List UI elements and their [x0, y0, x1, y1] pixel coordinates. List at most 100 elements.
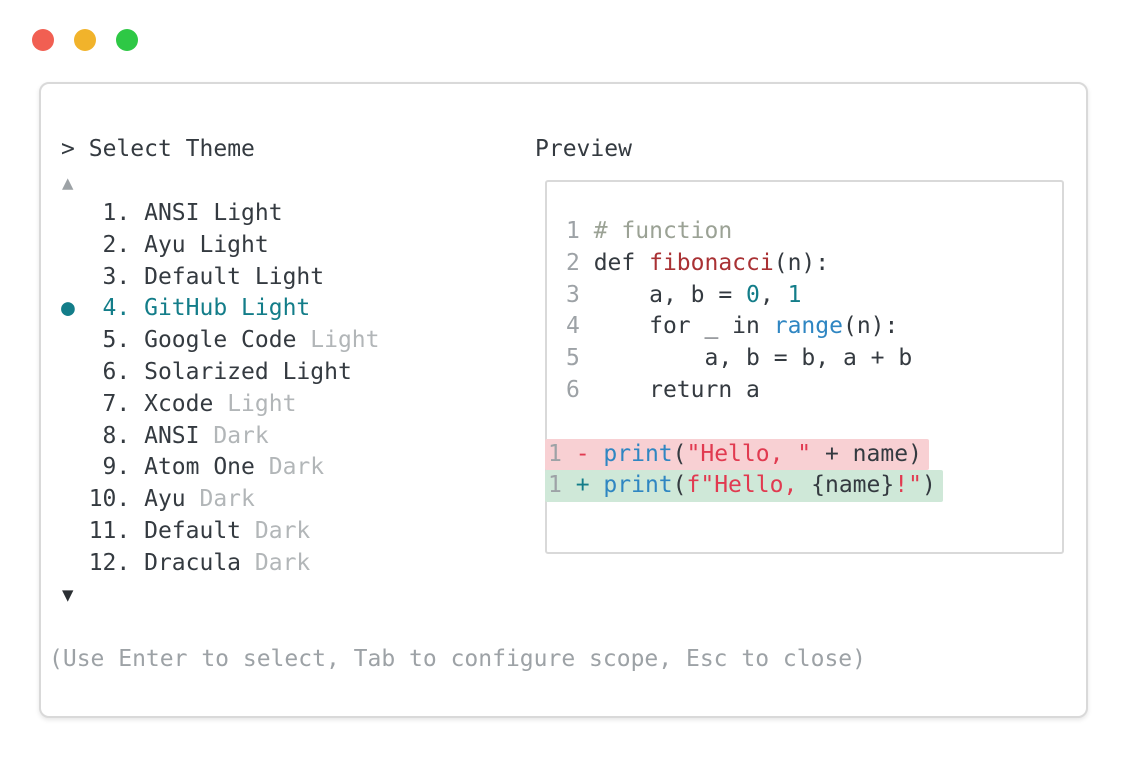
theme-list-item[interactable]: 1. ANSI Light [61, 198, 380, 230]
window-controls [32, 29, 138, 51]
picker-title-text [75, 136, 89, 162]
selection-spacer [61, 232, 89, 258]
selection-spacer [61, 550, 89, 576]
code-line: 5 a, b = b, a + b [566, 343, 943, 375]
theme-number: 8. [88, 422, 145, 449]
code-token: "Hello, " [686, 440, 812, 467]
code-token: !" [894, 472, 922, 499]
theme-variant: Light [241, 295, 311, 322]
theme-list-item[interactable]: 10. Ayu Dark [61, 484, 380, 516]
theme-variant: Light [213, 200, 283, 226]
theme-list-item[interactable]: 8. ANSI Dark [61, 421, 380, 453]
theme-variant: Dark [268, 454, 325, 481]
theme-number: 6. [88, 358, 145, 385]
code-line: 2 def fibonacci(n): [566, 248, 943, 280]
zoom-button[interactable] [116, 29, 138, 51]
theme-variant: Light [282, 358, 352, 385]
theme-number: 11. [88, 517, 145, 544]
theme-list-item[interactable]: 3. Default Light [61, 262, 380, 294]
theme-list-item[interactable]: 2. Ayu Light [61, 230, 380, 262]
scroll-down-icon[interactable]: ▼ [62, 584, 74, 606]
selection-spacer [61, 391, 89, 417]
selection-spacer [61, 327, 89, 353]
selection-spacer [61, 264, 89, 290]
code-token: return a [593, 376, 760, 403]
code-token: for _ in [593, 313, 774, 340]
prompt-caret: > [61, 136, 75, 162]
code-token: print [603, 472, 673, 499]
preview-pane: 1 # function 2 def fibonacci(n):3 a, b = … [545, 180, 1064, 554]
theme-name: Default [144, 263, 255, 290]
code-token: 0 [746, 281, 760, 308]
selection-spacer [61, 359, 89, 385]
theme-variant: Dark [254, 517, 311, 544]
theme-name: Default [144, 517, 255, 544]
line-number: 1 [566, 218, 594, 244]
picker-title-label: Select Theme [88, 136, 255, 162]
theme-name: Xcode [144, 390, 228, 417]
minimize-button[interactable] [74, 29, 96, 51]
code-token: print [603, 440, 673, 467]
theme-number: 4. [88, 295, 145, 322]
theme-list-item[interactable]: 12. Dracula Dark [61, 548, 380, 580]
line-number: 6 [566, 376, 594, 403]
theme-name: Dracula [144, 549, 255, 576]
selection-spacer [61, 518, 89, 544]
theme-variant: Light [310, 327, 380, 354]
theme-number: 5. [88, 327, 145, 354]
selected-bullet-icon: ● [61, 295, 89, 322]
theme-number: 1. [88, 200, 145, 226]
theme-list-item[interactable]: 11. Default Dark [61, 516, 380, 548]
theme-name: Google Code [144, 327, 311, 354]
code-token: a, b = [593, 281, 747, 308]
code-token: ( [672, 440, 687, 467]
selection-spacer [61, 423, 89, 449]
code-token: + [575, 472, 604, 499]
selection-spacer [61, 454, 89, 480]
theme-number: 7. [88, 390, 145, 417]
code-token: {name} [811, 472, 895, 499]
line-number: 1 [548, 472, 576, 499]
theme-list-item[interactable]: 7. Xcode Light [61, 389, 380, 421]
code-token: range [773, 313, 843, 340]
code-token: ( [672, 472, 687, 499]
code-token: # function [593, 218, 733, 244]
theme-list-item[interactable]: ● 4. GitHub Light [61, 293, 380, 325]
theme-name: GitHub [144, 295, 242, 322]
close-button[interactable] [32, 29, 54, 51]
preview-title: Preview [535, 136, 632, 162]
theme-variant: Light [227, 390, 297, 417]
theme-list: 1. ANSI Light 2. Ayu Light 3. Default Li… [61, 198, 380, 580]
theme-number: 9. [88, 454, 145, 481]
theme-list-item[interactable]: 9. Atom One Dark [61, 452, 380, 484]
code-line: 3 a, b = 0, 1 [566, 280, 943, 312]
selection-spacer [61, 200, 89, 226]
code-token: a, b = b, a + b [593, 345, 913, 372]
code-token: (n): [773, 249, 830, 276]
code-token: + name) [811, 440, 922, 467]
diff-removed-line: 1 - print("Hello, " + name) [545, 438, 929, 471]
code-line: 6 return a [566, 375, 943, 407]
scroll-up-icon[interactable]: ▲ [62, 172, 74, 194]
theme-list-item[interactable]: 5. Google Code Light [61, 325, 380, 357]
code-token: 1 [787, 281, 802, 308]
line-number: 4 [566, 313, 594, 340]
line-number: 1 [548, 440, 576, 467]
theme-name: Ayu [144, 486, 200, 513]
theme-name: Ayu [144, 231, 200, 258]
help-text: (Use Enter to select, Tab to configure s… [49, 646, 866, 672]
theme-picker-window: > Select Theme Preview ▲ 1. ANSI Light 2… [39, 82, 1088, 718]
theme-number: 10. [88, 486, 145, 513]
line-number: 3 [566, 281, 594, 308]
theme-number: 12. [88, 549, 145, 576]
theme-list-item[interactable]: 6. Solarized Light [61, 357, 380, 389]
theme-variant: Light [254, 263, 325, 290]
theme-number: 3. [88, 263, 145, 290]
theme-number: 2. [88, 231, 145, 258]
theme-name: ANSI [144, 200, 214, 226]
theme-variant: Light [199, 231, 269, 258]
code-token: , [759, 281, 788, 308]
selection-spacer [61, 486, 89, 512]
theme-variant: Dark [254, 549, 311, 576]
code-token: - [575, 440, 604, 467]
